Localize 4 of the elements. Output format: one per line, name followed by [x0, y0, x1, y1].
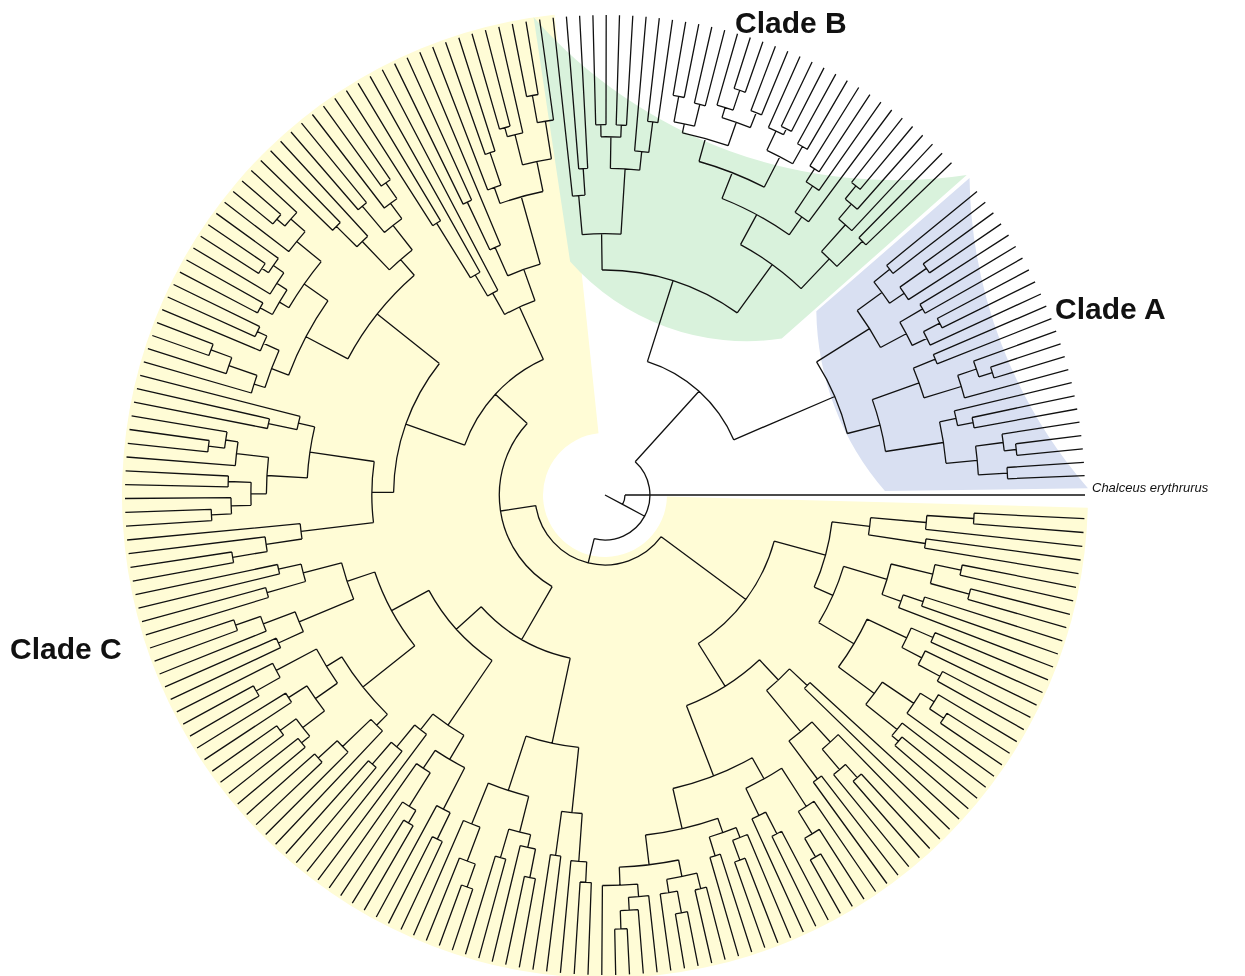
- tip-label: Chalceus erythrurus: [1092, 480, 1209, 495]
- clade-label: Clade B: [735, 6, 847, 40]
- clade-label: Clade A: [1055, 292, 1166, 326]
- clade-label: Clade C: [10, 632, 122, 666]
